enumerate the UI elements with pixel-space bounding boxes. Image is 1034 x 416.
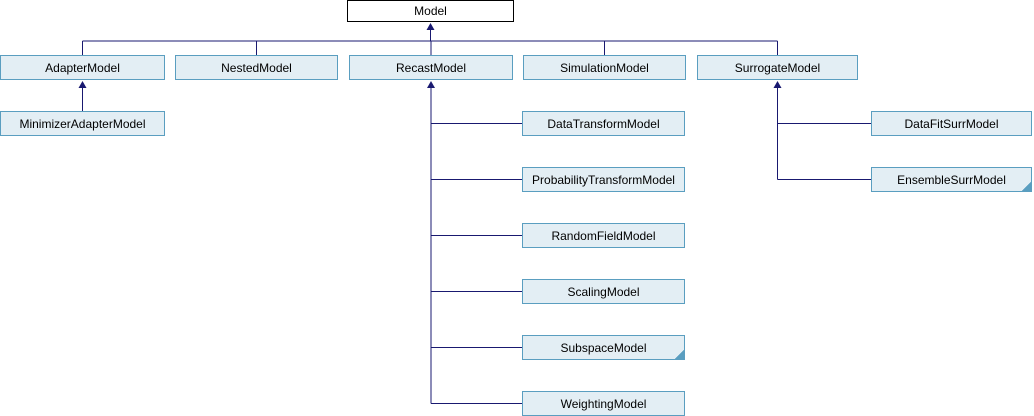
class-node-probability-transform-model[interactable]: ProbabilityTransformModel (522, 167, 685, 192)
class-node-label: SurrogateModel (734, 60, 821, 75)
class-node-data-transform-model[interactable]: DataTransformModel (522, 111, 685, 136)
class-node-label: RecastModel (395, 60, 467, 75)
class-node-label: Model (414, 4, 447, 18)
class-node-weighting-model[interactable]: WeightingModel (522, 391, 685, 416)
class-node-label: SimulationModel (560, 60, 649, 75)
class-node-subspace-model[interactable]: SubspaceModel (522, 335, 685, 360)
class-node-label: SubspaceModel (560, 340, 647, 355)
class-node-label: DataTransformModel (547, 116, 660, 131)
class-node-label: NestedModel (221, 60, 292, 75)
class-node-data-fit-surr-model[interactable]: DataFitSurrModel (871, 111, 1032, 136)
class-node-surrogate-model[interactable]: SurrogateModel (697, 55, 858, 80)
class-node-recast-model[interactable]: RecastModel (349, 55, 513, 80)
class-node-nested-model[interactable]: NestedModel (175, 55, 338, 80)
class-node-label: MinimizerAdapterModel (19, 116, 146, 131)
class-node-label: ProbabilityTransformModel (532, 172, 675, 187)
class-node-label: RandomFieldModel (551, 228, 656, 243)
class-node-scaling-model[interactable]: ScalingModel (522, 279, 685, 304)
class-node-minimizer-adapter-model[interactable]: MinimizerAdapterModel (0, 111, 165, 136)
class-node-label: DataFitSurrModel (904, 116, 999, 131)
class-node-simulation-model[interactable]: SimulationModel (523, 55, 686, 80)
class-node-random-field-model[interactable]: RandomFieldModel (522, 223, 685, 248)
class-node-adapter-model[interactable]: AdapterModel (0, 55, 165, 80)
class-node-label: WeightingModel (560, 396, 647, 411)
class-node-label: EnsembleSurrModel (897, 172, 1006, 187)
class-node-label: AdapterModel (45, 60, 120, 75)
class-node-label: ScalingModel (567, 284, 640, 299)
class-node-model[interactable]: Model (347, 0, 514, 22)
class-node-ensemble-surr-model[interactable]: EnsembleSurrModel (871, 167, 1032, 192)
